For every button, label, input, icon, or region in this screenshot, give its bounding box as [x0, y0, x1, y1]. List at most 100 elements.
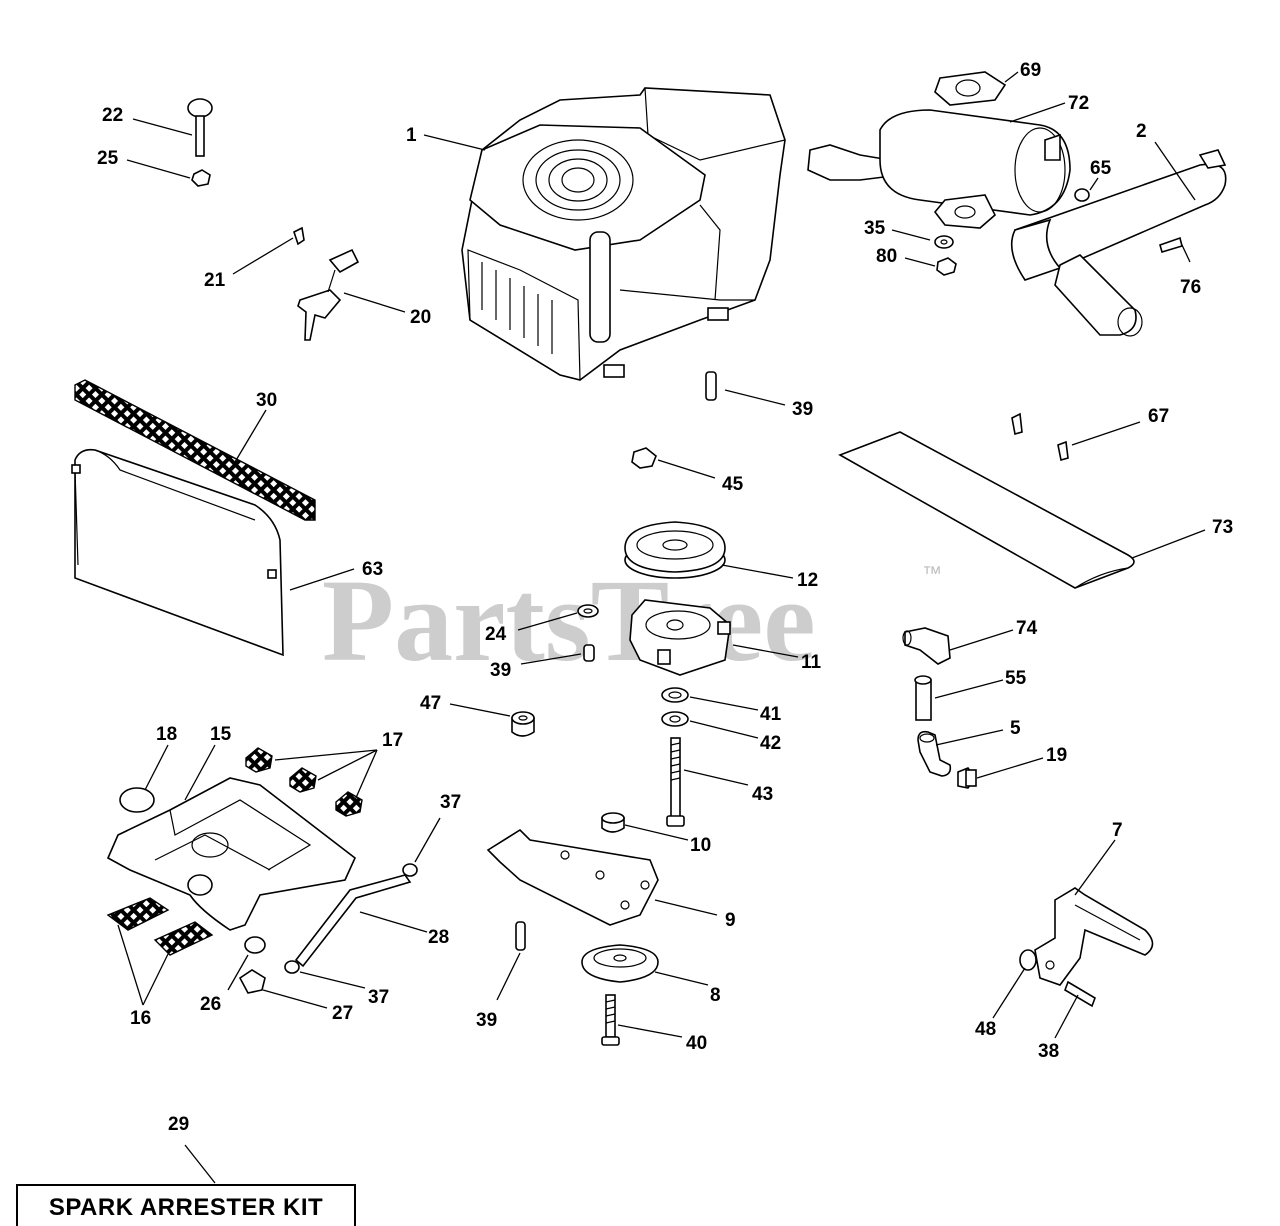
callout-25: 25 — [97, 148, 119, 169]
callout-69: 69 — [1020, 60, 1041, 81]
shield-part-63[interactable] — [71, 448, 284, 657]
callout-40: 40 — [686, 1033, 707, 1054]
washer-part-48[interactable] — [1019, 949, 1037, 971]
muffler-part[interactable] — [807, 109, 1071, 229]
spacer-part-47[interactable] — [511, 711, 535, 737]
nut-part-25[interactable] — [191, 169, 211, 187]
bracket-part-7[interactable] — [1034, 887, 1154, 986]
clutch-part-11[interactable] — [629, 599, 731, 676]
callout-45: 45 — [722, 474, 744, 495]
callout-17: 17 — [382, 730, 403, 751]
plug-part-19[interactable] — [957, 767, 977, 789]
callout-5: 5 — [1010, 718, 1021, 739]
bolt-part-43[interactable] — [666, 737, 685, 827]
callout-63: 63 — [362, 559, 383, 580]
hose-clamp-part-37-bottom[interactable] — [284, 960, 300, 974]
callout-30: 30 — [256, 390, 277, 411]
damper-pad-part-16[interactable] — [106, 897, 214, 956]
callout-65: 65 — [1090, 158, 1112, 179]
washer-part-42[interactable] — [661, 711, 689, 727]
washer-part-35[interactable] — [934, 235, 954, 249]
callout-39-mid: 39 — [490, 660, 511, 681]
engine-part[interactable] — [461, 87, 786, 381]
callout-48: 48 — [975, 1019, 996, 1040]
idler-bracket-part-9[interactable] — [486, 828, 659, 926]
callout-38: 38 — [1038, 1041, 1059, 1062]
callout-39-top: 39 — [792, 399, 813, 420]
callout-27: 27 — [332, 1003, 353, 1024]
callout-16: 16 — [130, 1008, 151, 1029]
hose-clamp-part-37-top[interactable] — [402, 863, 418, 877]
bolt-part-40[interactable] — [601, 994, 620, 1046]
callout-8: 8 — [710, 985, 721, 1006]
bolt-part-22[interactable] — [187, 98, 213, 157]
pulley-part-12[interactable] — [624, 521, 726, 579]
pipe-nipple-part-55[interactable] — [914, 675, 932, 721]
callout-37-bottom: 37 — [368, 987, 389, 1008]
callout-74: 74 — [1016, 618, 1038, 639]
watermark-text: PartsTree — [322, 555, 816, 686]
callout-29: 29 — [168, 1114, 189, 1135]
callout-47: 47 — [420, 693, 441, 714]
spark-arrester-kit-label: SPARK ARRESTER KIT — [48, 1194, 324, 1221]
gasket-part-69[interactable] — [934, 71, 1007, 106]
mount-bracket-part-15[interactable] — [106, 777, 356, 931]
fuel-line-part-28[interactable] — [294, 874, 412, 968]
callout-42: 42 — [760, 733, 781, 754]
bolt-part-38[interactable] — [1064, 980, 1096, 1008]
throttle-control-part[interactable] — [297, 248, 360, 341]
callout-55: 55 — [1005, 668, 1027, 689]
callout-76: 76 — [1180, 277, 1201, 298]
callout-11: 11 — [801, 652, 822, 673]
callout-9: 9 — [725, 910, 736, 931]
callout-72: 72 — [1068, 93, 1089, 114]
callout-24: 24 — [485, 624, 507, 645]
elbow-fitting-part-5[interactable] — [917, 730, 952, 777]
callout-39-bottom: 39 — [476, 1010, 497, 1031]
callout-28: 28 — [428, 927, 449, 948]
callout-10: 10 — [690, 835, 711, 856]
watermark-trademark: ™ — [922, 563, 942, 585]
belt-guard-part-73[interactable] — [838, 431, 1135, 589]
foam-strip-part-30[interactable] — [74, 379, 316, 521]
nut-part-80[interactable] — [936, 257, 957, 276]
callout-22: 22 — [102, 105, 123, 126]
callout-80: 80 — [876, 246, 897, 267]
screw-part-67-a[interactable] — [1011, 412, 1023, 436]
callout-18: 18 — [156, 724, 177, 745]
callout-35: 35 — [864, 218, 886, 239]
clamp-part-27[interactable] — [238, 969, 266, 994]
callout-1: 1 — [406, 125, 417, 146]
callout-15: 15 — [210, 724, 232, 745]
spark-arrester-part[interactable] — [1010, 149, 1227, 337]
callout-41: 41 — [760, 704, 782, 725]
bolt-part-39-bottom[interactable] — [515, 921, 526, 951]
elbow-fitting-part-74[interactable] — [902, 627, 951, 665]
washer-part-65[interactable] — [1074, 188, 1090, 202]
callout-37-top: 37 — [440, 792, 461, 813]
callout-7: 7 — [1112, 820, 1123, 841]
callout-43: 43 — [752, 784, 773, 805]
grommet-part-26[interactable] — [244, 936, 266, 954]
screw-part-67-b[interactable] — [1057, 440, 1069, 462]
washer-part-41[interactable] — [661, 687, 689, 703]
washer-part-24[interactable] — [577, 604, 599, 618]
idler-pulley-part-8[interactable] — [581, 944, 659, 983]
callout-73: 73 — [1212, 517, 1233, 538]
bolt-part-39-mid[interactable] — [583, 644, 595, 662]
cap-part-18[interactable] — [119, 787, 155, 813]
screw-part-21[interactable] — [293, 226, 305, 246]
spark-arrester-kit-box[interactable]: SPARK ARRESTER KIT — [16, 1184, 356, 1226]
callout-2: 2 — [1136, 121, 1147, 142]
callout-19: 19 — [1046, 745, 1067, 766]
callout-67: 67 — [1148, 406, 1169, 427]
spacer-part-10[interactable] — [601, 812, 625, 833]
callout-26: 26 — [200, 994, 221, 1015]
callout-20: 20 — [410, 307, 431, 328]
callout-21: 21 — [204, 270, 226, 291]
nut-part-45[interactable] — [631, 447, 657, 469]
bolt-part-39-top[interactable] — [705, 371, 717, 401]
callout-12: 12 — [797, 570, 818, 591]
screw-part-76[interactable] — [1159, 236, 1183, 253]
